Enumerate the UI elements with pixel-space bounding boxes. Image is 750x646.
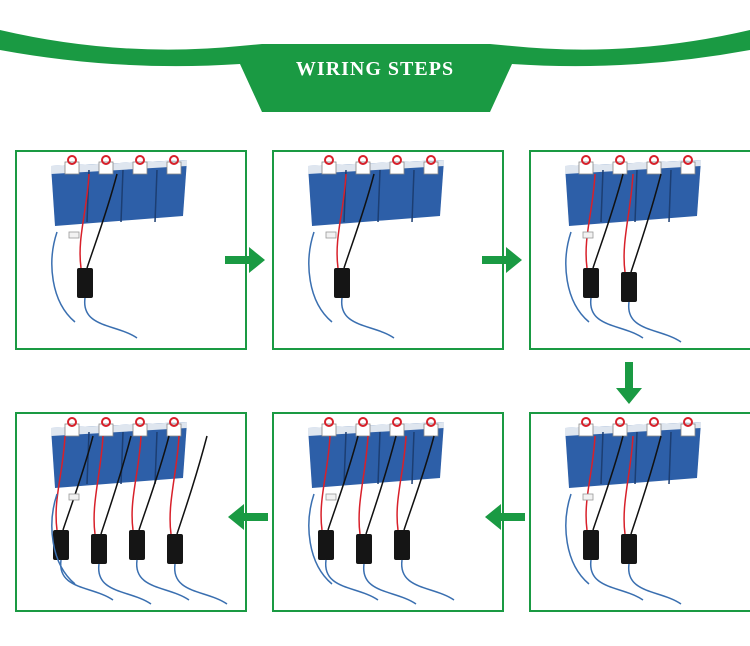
connector	[582, 231, 594, 239]
step-1-photo	[15, 150, 247, 350]
wiring-illustration	[565, 155, 701, 343]
terminal-label	[98, 423, 114, 437]
balancer-module	[53, 435, 114, 601]
right-arrow-icon	[225, 247, 265, 273]
terminal-label	[355, 161, 371, 175]
step-5-photo	[272, 412, 504, 612]
step-2-photo	[272, 150, 504, 350]
wiring-illustration	[51, 155, 187, 339]
battery-pack	[308, 155, 444, 226]
header-banner	[0, 30, 750, 112]
balancer-module	[91, 435, 152, 605]
terminal-label	[612, 423, 628, 437]
terminal-label	[612, 161, 628, 175]
balancer-module	[621, 435, 682, 605]
terminal-label	[423, 161, 439, 175]
terminal-label	[132, 423, 148, 437]
balancer-module	[583, 173, 644, 339]
balancer-module	[167, 435, 228, 605]
terminal-label	[98, 161, 114, 175]
terminal-label	[64, 161, 80, 175]
terminal-label	[646, 161, 662, 175]
terminal-label	[64, 423, 80, 437]
down-arrow-icon	[616, 362, 642, 404]
step-4-photo	[529, 412, 750, 612]
page-title: WIRING STEPS	[295, 58, 455, 80]
step-3-photo	[529, 150, 750, 350]
wiring-illustration	[308, 155, 444, 339]
lead-wire	[51, 493, 76, 585]
balancer-module	[356, 435, 417, 605]
terminal-label	[646, 423, 662, 437]
terminal-label	[680, 423, 696, 437]
wiring-illustration	[51, 417, 228, 605]
connector	[325, 493, 337, 501]
terminal-label	[423, 423, 439, 437]
terminal-label	[321, 423, 337, 437]
balancer-module	[129, 435, 190, 601]
balancer-module	[334, 173, 395, 339]
terminal-label	[321, 161, 337, 175]
balancer-module	[318, 435, 379, 601]
terminal-label	[578, 423, 594, 437]
battery-pack	[565, 417, 701, 488]
lead-wire	[308, 493, 333, 585]
lead-wire	[565, 231, 590, 323]
battery-pack	[51, 155, 187, 226]
terminal-label	[389, 423, 405, 437]
connector	[68, 493, 80, 501]
terminal-label	[166, 161, 182, 175]
balancer-module	[77, 173, 138, 339]
left-arrow-icon	[228, 504, 268, 530]
lead-wire	[308, 231, 333, 323]
right-arrow-icon	[482, 247, 522, 273]
terminal-label	[680, 161, 696, 175]
balancer-module	[394, 435, 455, 601]
lead-wire	[565, 493, 590, 585]
wiring-illustration	[308, 417, 455, 605]
terminal-label	[132, 161, 148, 175]
connector	[68, 231, 80, 239]
wiring-illustration	[565, 417, 701, 605]
terminal-label	[578, 161, 594, 175]
connector	[582, 493, 594, 501]
terminal-label	[389, 161, 405, 175]
lead-wire	[51, 231, 76, 323]
battery-pack	[565, 155, 701, 226]
left-arrow-icon	[485, 504, 525, 530]
connector	[325, 231, 337, 239]
balancer-module	[583, 435, 644, 601]
balancer-module	[621, 173, 682, 343]
step-6-photo	[15, 412, 247, 612]
battery-pack	[51, 417, 187, 488]
battery-pack	[308, 417, 444, 488]
terminal-label	[166, 423, 182, 437]
terminal-label	[355, 423, 371, 437]
